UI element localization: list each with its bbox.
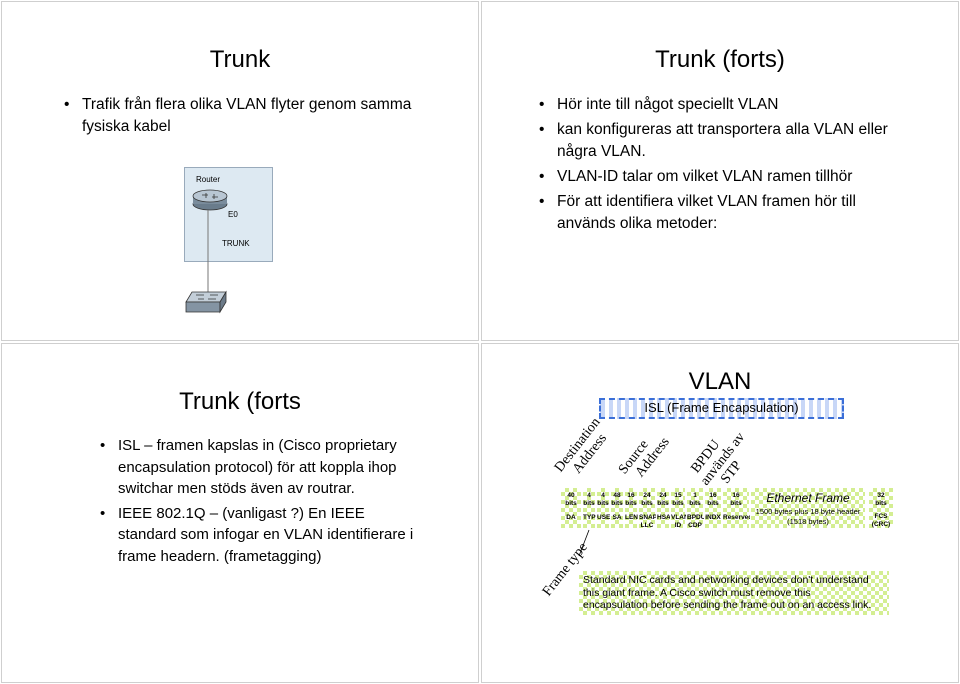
slide4-title: VLAN bbox=[688, 368, 752, 395]
slide3-title: Trunk (forts bbox=[179, 388, 301, 415]
slide2-title: Trunk (forts) bbox=[655, 46, 785, 73]
trunk-label: TRUNK bbox=[222, 239, 250, 248]
nic-note-text: Standard NIC cards and networking device… bbox=[583, 574, 872, 611]
slide2-bullet: Hör inte till något speciellt VLAN bbox=[537, 94, 897, 116]
slide3-bullet: IEEE 802.1Q – (vanligast ?) En IEEE stan… bbox=[98, 503, 418, 568]
slide3-bullet: ISL – framen kapslas in (Cisco proprieta… bbox=[98, 435, 418, 500]
slide1-title: Trunk bbox=[209, 46, 271, 73]
slide1-bullet: Trafik från flera olika VLAN flyter geno… bbox=[62, 94, 422, 138]
trunk-cable bbox=[207, 210, 209, 294]
router-label: Router bbox=[196, 175, 221, 184]
isl-label-box bbox=[599, 398, 844, 419]
slide2-bullet: VLAN-ID talar om vilket VLAN ramen tillh… bbox=[537, 166, 897, 188]
frame-type-pointer bbox=[578, 529, 590, 557]
nic-note-box bbox=[579, 571, 889, 615]
isl-label: ISL (Frame Encapsulation) bbox=[644, 400, 799, 415]
network-diagram bbox=[184, 167, 273, 262]
slide3-bullets: ISL – framen kapslas in (Cisco proprieta… bbox=[98, 435, 418, 570]
router-icon bbox=[192, 189, 228, 211]
slide2-bullet: För att identifiera vilket VLAN framen h… bbox=[537, 191, 897, 235]
interface-label: E0 bbox=[228, 210, 238, 219]
slide2-bullet: kan konfigureras att transportera alla V… bbox=[537, 119, 897, 163]
slide1-bullets: Trafik från flera olika VLAN flyter geno… bbox=[62, 94, 422, 141]
ethernet-frame-field: Ethernet Frame 1500 bytes plus 18 byte h… bbox=[750, 487, 866, 529]
switch-icon bbox=[185, 290, 227, 314]
slide2-bullets: Hör inte till något speciellt VLAN kan k… bbox=[537, 94, 897, 238]
